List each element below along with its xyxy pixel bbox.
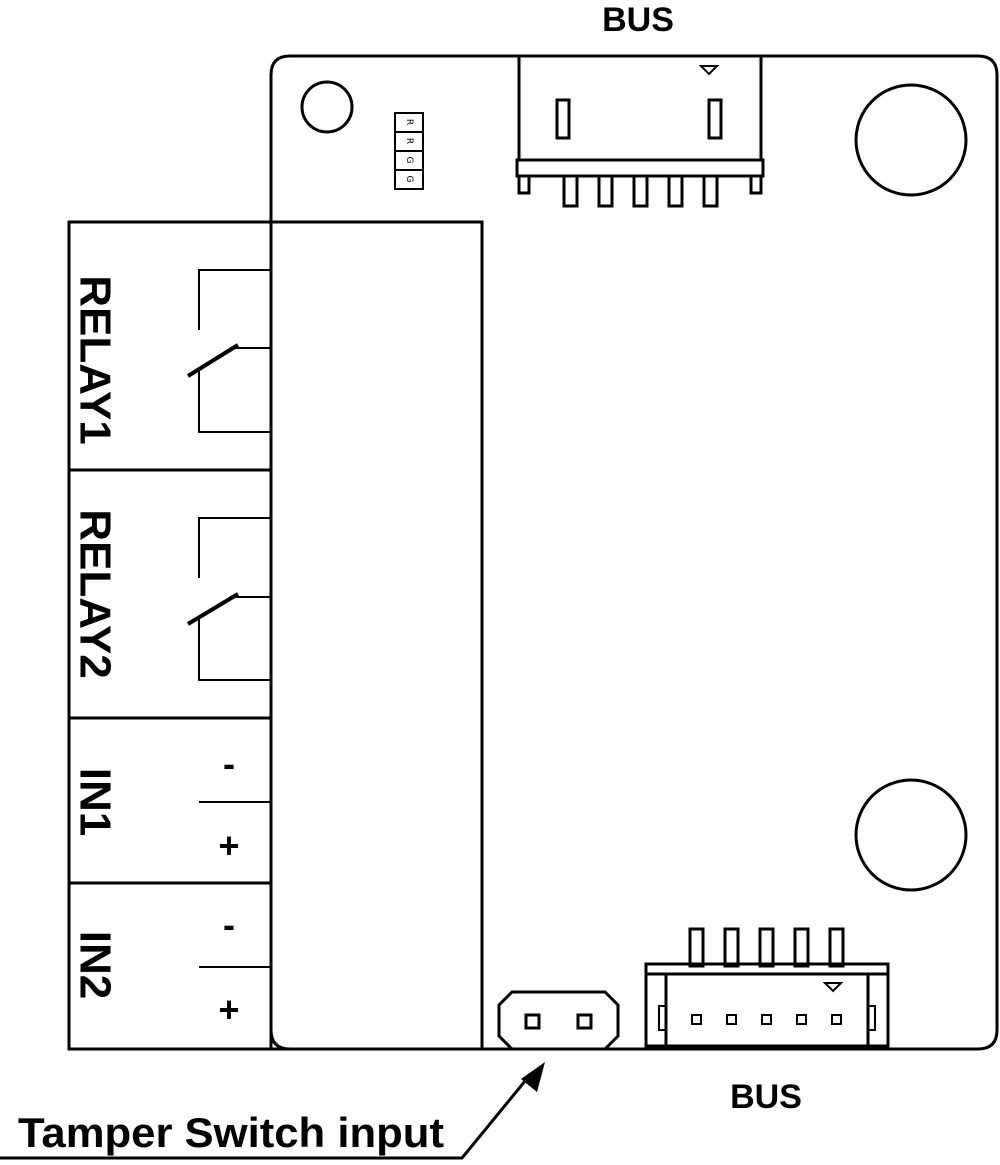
- led-label-4: G: [404, 176, 414, 183]
- bus-connector-top: [515, 56, 765, 208]
- led-label-1: R: [404, 119, 414, 125]
- bus-top-label: BUS: [602, 1, 674, 39]
- in1-label: IN1: [71, 768, 120, 836]
- relay1-label: RELAY1: [71, 275, 120, 445]
- bus-bottom-label: BUS: [730, 1078, 802, 1116]
- terminal-block: [67, 220, 484, 1051]
- mounting-hole-bottom-right: [854, 778, 968, 892]
- mounting-hole-top-right: [854, 83, 968, 197]
- bus-connector-bottom: [644, 927, 890, 1048]
- tamper-arrow: [0, 1062, 545, 1160]
- relay2-contact-symbol: [186, 517, 271, 681]
- pcb-board: [269, 54, 999, 1051]
- tamper-label: Tamper Switch input: [18, 1109, 444, 1156]
- led-indicator-block: [394, 112, 424, 190]
- relay1-contact-symbol: [186, 269, 271, 433]
- in1-plus-sign: +: [218, 825, 239, 866]
- mounting-hole-small: [300, 80, 354, 134]
- led-label-3: G: [404, 157, 414, 164]
- relay2-label: RELAY2: [71, 509, 120, 679]
- in2-minus-sign: -: [223, 904, 235, 945]
- led-label-2: R: [404, 138, 414, 144]
- in1-minus-sign: -: [223, 743, 235, 784]
- in2-plus-sign: +: [218, 989, 239, 1030]
- in2-label: IN2: [71, 931, 120, 999]
- tamper-connector: [497, 990, 620, 1051]
